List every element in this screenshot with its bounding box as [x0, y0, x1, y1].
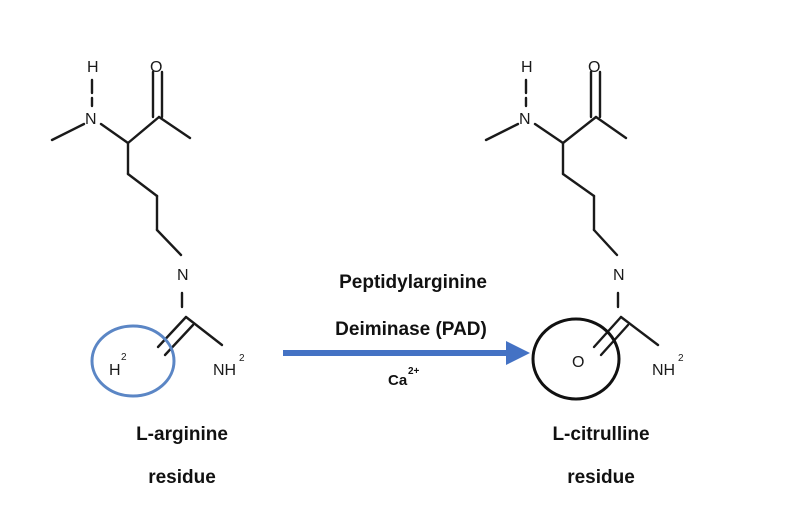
product-alpha-carbonyl-bond: [561, 115, 598, 145]
product-backbone-bonds: [484, 70, 628, 145]
reactant-highlight-circle: [90, 324, 176, 398]
reactant-n-left-bond: [50, 122, 86, 142]
reactant-h2-group: H 2: [109, 352, 127, 379]
product-structure: H O N N O NH 2: [484, 59, 684, 401]
cofactor-charge: 2+: [408, 366, 420, 377]
reactant-name-line1: L-arginine: [136, 424, 228, 445]
reactant-chain-bond-4: [155, 228, 183, 257]
product-o-label: O: [588, 59, 600, 76]
reactant-carbonyl-right-bond: [157, 115, 192, 140]
product-name-line1: L-citrulline: [552, 424, 649, 445]
reaction-arrow-group: Peptidylarginine Deiminase (PAD) Ca 2+: [283, 272, 530, 389]
product-nh2-label: NH: [652, 362, 675, 379]
reactant-h2-superscript: 2: [121, 352, 127, 363]
reactant-c-nh2-bond: [184, 315, 224, 347]
product-side-chain-bonds: [561, 141, 660, 357]
reactant-structure: H O N N H 2 NH 2: [50, 59, 245, 398]
reaction-arrow-head: [506, 341, 530, 365]
cofactor-label: Ca 2+: [388, 366, 420, 389]
reactant-nh2-superscript: 2: [239, 353, 245, 364]
enzyme-name-line2: Deiminase (PAD): [335, 319, 487, 340]
product-chain-bond-4: [592, 228, 619, 257]
reactant-alpha-carbonyl-bond: [126, 115, 161, 145]
product-carbonyl-right-bond: [594, 115, 628, 140]
right-arrow-icon: [283, 341, 530, 365]
product-n-alpha-bond: [533, 122, 565, 145]
product-o-sidechain-label: O: [572, 354, 584, 371]
reactant-backbone-bonds: [50, 70, 192, 145]
reactant-h2-label: H: [109, 362, 121, 379]
product-nh2-group: NH 2: [652, 353, 684, 379]
reactant-side-chain-bonds: [126, 141, 224, 357]
reactant-c-nh2-double-bond-2: [163, 323, 195, 357]
reactant-h-label: H: [87, 59, 99, 76]
product-caption: L-citrulline residue: [552, 424, 649, 488]
cofactor-symbol: Ca: [388, 372, 408, 389]
reactant-n-sidechain-label: N: [177, 267, 189, 284]
product-n-sidechain-label: N: [613, 267, 625, 284]
reactant-nh2-group: NH 2: [213, 353, 245, 379]
reactant-caption: L-arginine residue: [136, 424, 228, 488]
product-name-line2: residue: [567, 467, 635, 488]
product-chain-bond-2: [561, 172, 596, 198]
reactant-c-nh2-double-bond-1: [156, 315, 188, 349]
reactant-nh2-label: NH: [213, 362, 236, 379]
reactant-name-line2: residue: [148, 467, 216, 488]
product-c-nh2-bond: [619, 315, 660, 347]
reactant-n-alpha-bond: [99, 122, 130, 145]
enzyme-name-line1: Peptidylarginine: [339, 272, 487, 293]
reactant-chain-bond-2: [126, 172, 159, 198]
product-highlight-circle: [531, 317, 621, 401]
product-h-label: H: [521, 59, 533, 76]
reactant-n-backbone-label: N: [85, 111, 97, 128]
reactant-o-label: O: [150, 59, 162, 76]
product-n-backbone-label: N: [519, 111, 531, 128]
product-nh2-superscript: 2: [678, 353, 684, 364]
product-n-left-bond: [484, 122, 520, 142]
